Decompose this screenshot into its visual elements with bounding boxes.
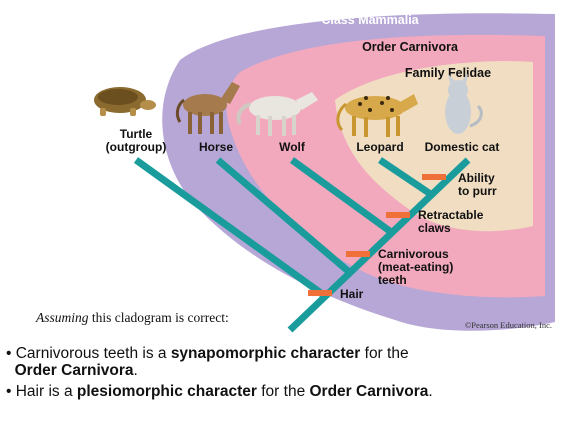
bullet-text: . xyxy=(134,362,138,379)
taxon-leopard-label: Leopard xyxy=(356,140,403,154)
char-retractable-claws-line2: claws xyxy=(418,221,451,235)
bullet-bold-term: Order Carnivora xyxy=(310,383,429,400)
char-hair-label: Hair xyxy=(340,287,364,301)
class-mammalia-label: Class Mammalia xyxy=(321,13,419,27)
marker-ability-to-purr xyxy=(422,174,446,180)
char-carnivorous-line1: Carnivorous xyxy=(378,247,449,261)
bullet-text: for the xyxy=(257,383,310,400)
bullet-bold-term: plesiomorphic character xyxy=(77,383,257,400)
bullet-bold-term: synapomorphic character xyxy=(171,345,361,362)
bullet-bold-term: Order Carnivora xyxy=(15,362,134,379)
copyright-credit: ©Pearson Education, Inc. xyxy=(465,320,552,330)
char-ability-to-purr-line1: Ability xyxy=(458,171,495,185)
taxon-wolf-label: Wolf xyxy=(279,140,306,154)
caption-rest: this cladogram is correct: xyxy=(89,310,229,325)
char-ability-to-purr-line2: to purr xyxy=(458,184,497,198)
turtle-image xyxy=(94,87,156,116)
bullet-text: . xyxy=(428,383,432,400)
bullet-list: • Carnivorous teeth is a synapomorphic c… xyxy=(6,345,556,404)
char-carnivorous-line2: (meat-eating) xyxy=(378,260,453,274)
char-retractable-claws-line1: Retractable xyxy=(418,208,484,222)
family-felidae-label: Family Felidae xyxy=(405,66,491,80)
marker-carnivorous-teeth xyxy=(346,251,370,257)
order-carnivora-label: Order Carnivora xyxy=(362,40,459,54)
caption-italic: Assuming xyxy=(36,310,89,325)
bullet-text: Carnivorous teeth is a xyxy=(16,345,171,362)
bullet-text: Hair is a xyxy=(16,383,77,400)
taxon-turtle-label: Turtle xyxy=(120,127,153,141)
taxon-turtle-sublabel: (outgroup) xyxy=(106,140,167,154)
bullet-item: • Carnivorous teeth is a synapomorphic c… xyxy=(6,345,556,379)
char-carnivorous-line3: teeth xyxy=(378,273,407,287)
taxon-horse-label: Horse xyxy=(199,140,233,154)
caption: Assuming this cladogram is correct: xyxy=(36,310,229,326)
taxon-domestic-cat-label: Domestic cat xyxy=(425,140,500,154)
bullet-text: for the xyxy=(360,345,408,362)
marker-hair xyxy=(308,290,332,296)
bullet-item: • Hair is a plesiomorphic character for … xyxy=(6,383,556,400)
marker-retractable-claws xyxy=(386,212,410,218)
